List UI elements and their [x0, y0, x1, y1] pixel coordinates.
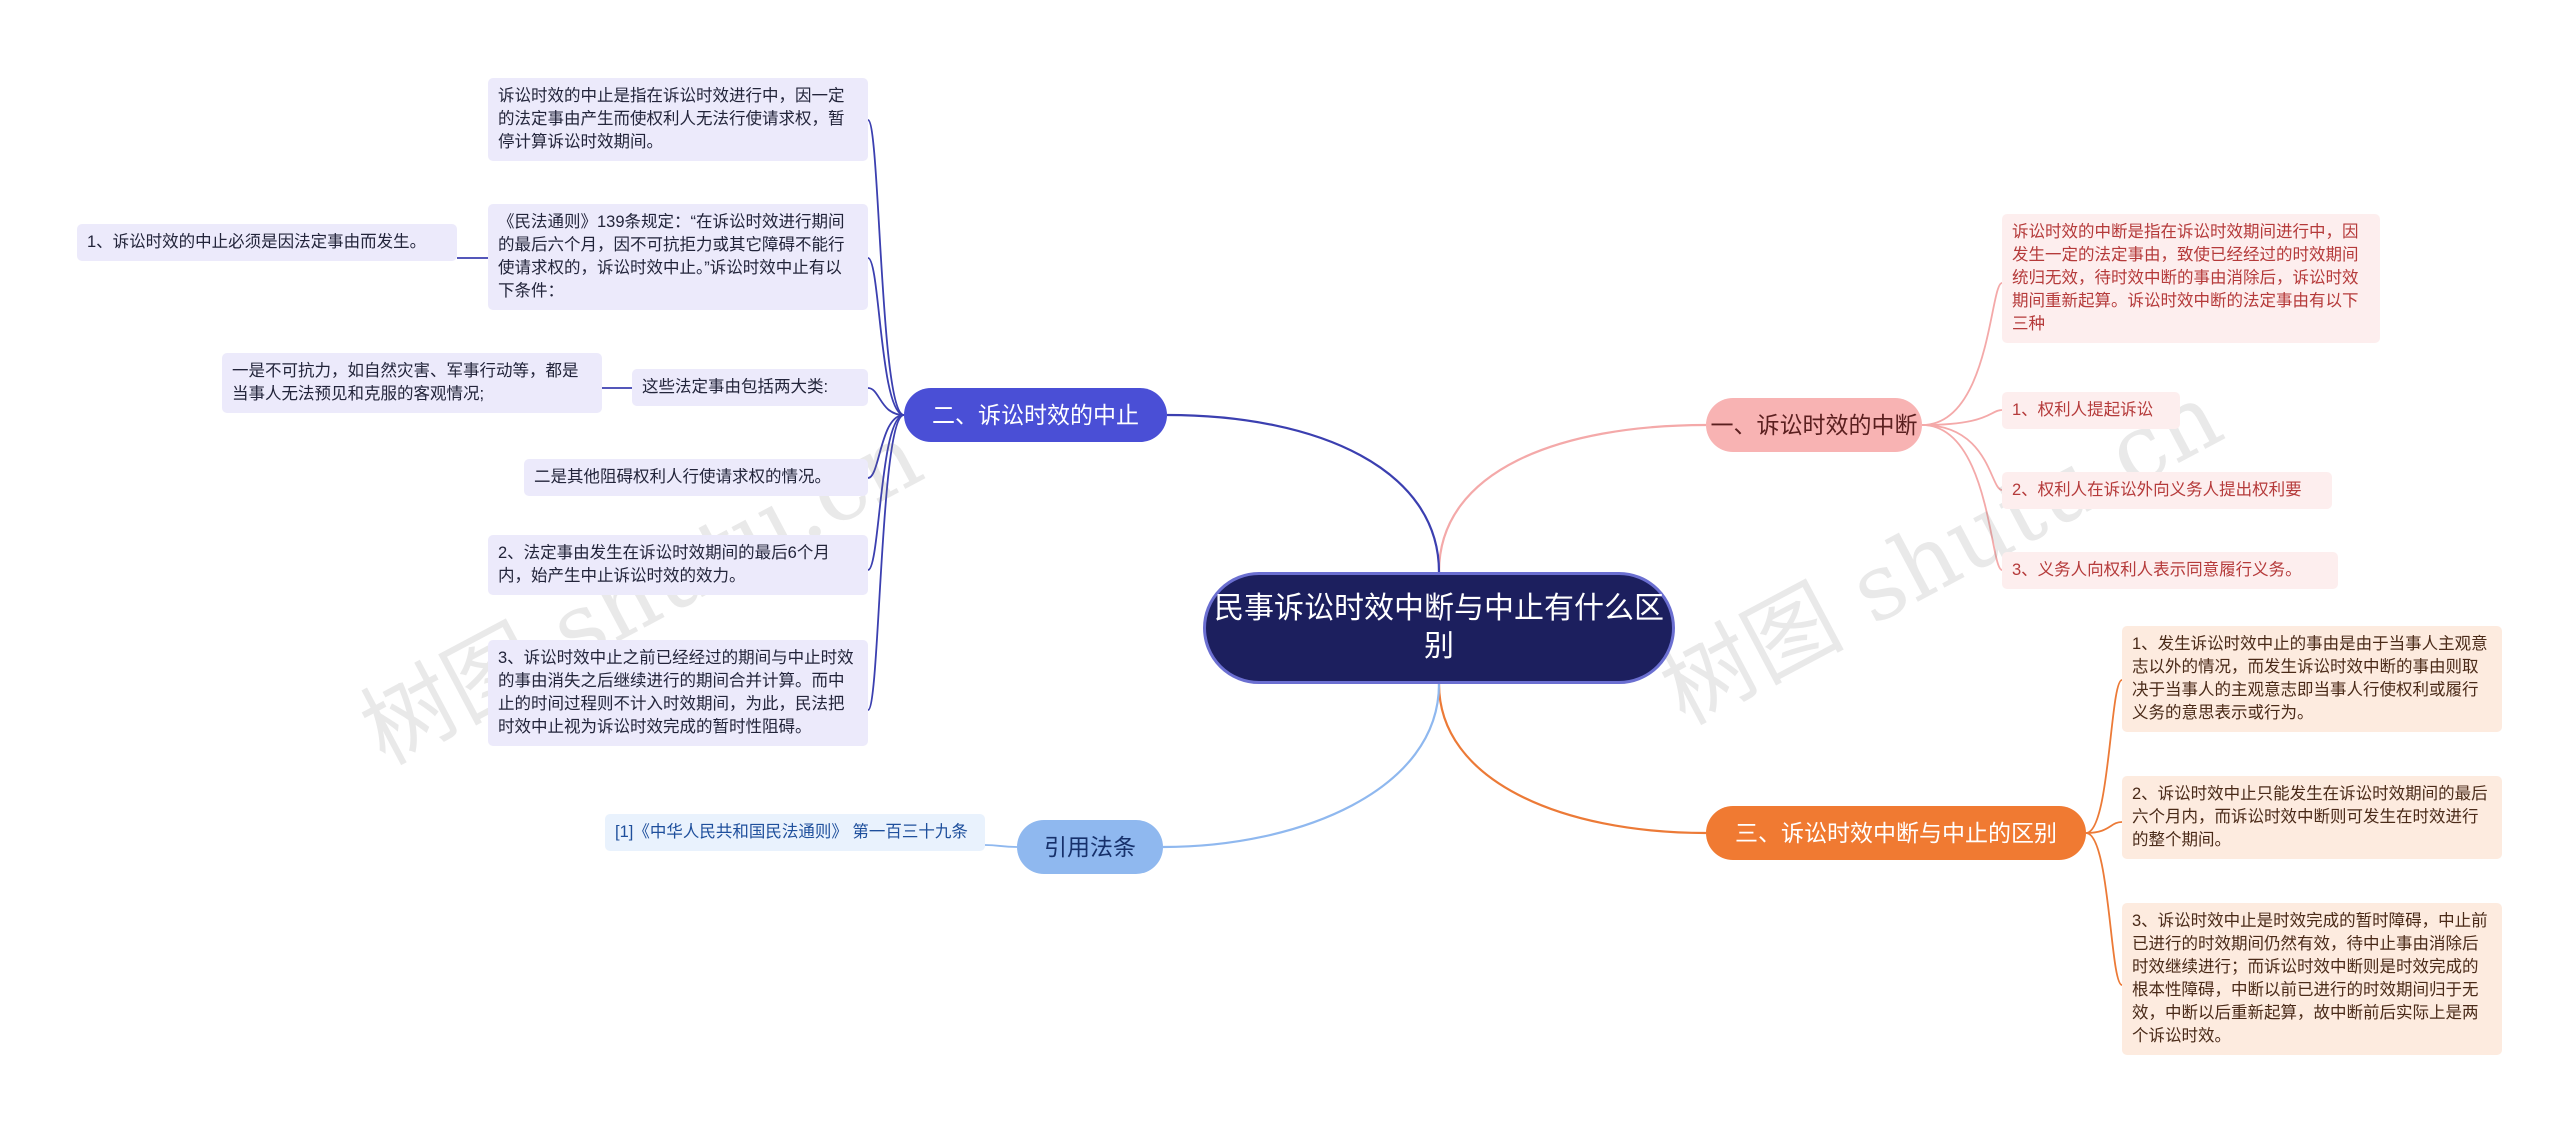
suspend-condition-3[interactable]: 3、诉讼时效中止之前已经经过的期间与中止时效的事由消失之后继续进行的期间合并计算…	[488, 640, 868, 746]
suspend-type-2[interactable]: 二是其他阻碍权利人行使请求权的情况。	[524, 459, 868, 496]
link-root-citation	[1162, 683, 1441, 849]
link-root-difference	[1437, 683, 1707, 835]
difference-item-1[interactable]: 1、发生诉讼时效中止的事由是由于当事人主观意志以外的情况，而发生诉讼时效中断的事…	[2122, 626, 2502, 732]
suspend-type-1[interactable]: 一是不可抗力，如自然灾害、军事行动等，都是当事人无法预见和克服的客观情况;	[222, 353, 602, 413]
suspend-definition[interactable]: 诉讼时效的中止是指在诉讼时效进行中，因一定的法定事由产生而使权利人无法行使请求权…	[488, 78, 868, 161]
root-topic[interactable]: 民事诉讼时效中断与中止有什么区别	[1203, 572, 1675, 684]
suspend-article-139[interactable]: 《民法通则》139条规定：“在诉讼时效进行期间的最后六个月，因不可抗拒力或其它障…	[488, 204, 868, 310]
difference-item-2[interactable]: 2、诉讼时效中止只能发生在诉讼时效期间的最后六个月内，而诉讼时效中断则可发生在时…	[2122, 776, 2502, 859]
link-root-suspend	[1166, 413, 1441, 573]
branch-difference[interactable]: 三、诉讼时效中断与中止的区别	[1706, 806, 2086, 860]
difference-item-3[interactable]: 3、诉讼时效中止是时效完成的暂时障碍，中止前已进行的时效期间仍然有效，待中止事由…	[2122, 903, 2502, 1055]
branch-interrupt[interactable]: 一、诉讼时效的中断	[1706, 398, 1922, 452]
interrupt-item-2[interactable]: 2、权利人在诉讼外向义务人提出权利要	[2002, 472, 2332, 509]
suspend-two-types[interactable]: 这些法定事由包括两大类:	[632, 369, 868, 406]
link-root-interrupt	[1437, 423, 1707, 573]
citation-law-reference[interactable]: [1]《中华人民共和国民法通则》 第一百三十九条	[605, 814, 985, 851]
interrupt-item-3[interactable]: 3、义务人向权利人表示同意履行义务。	[2002, 552, 2338, 589]
interrupt-definition[interactable]: 诉讼时效的中断是指在诉讼时效期间进行中，因发生一定的法定事由，致使已经经过的时效…	[2002, 214, 2380, 343]
branch-citation[interactable]: 引用法条	[1017, 820, 1163, 874]
branch-suspend[interactable]: 二、诉讼时效的中止	[904, 388, 1167, 442]
interrupt-item-1[interactable]: 1、权利人提起诉讼	[2002, 392, 2180, 429]
suspend-condition-1[interactable]: 1、诉讼时效的中止必须是因法定事由而发生。	[77, 224, 457, 261]
suspend-condition-2[interactable]: 2、法定事由发生在诉讼时效期间的最后6个月内，始产生中止诉讼时效的效力。	[488, 535, 868, 595]
